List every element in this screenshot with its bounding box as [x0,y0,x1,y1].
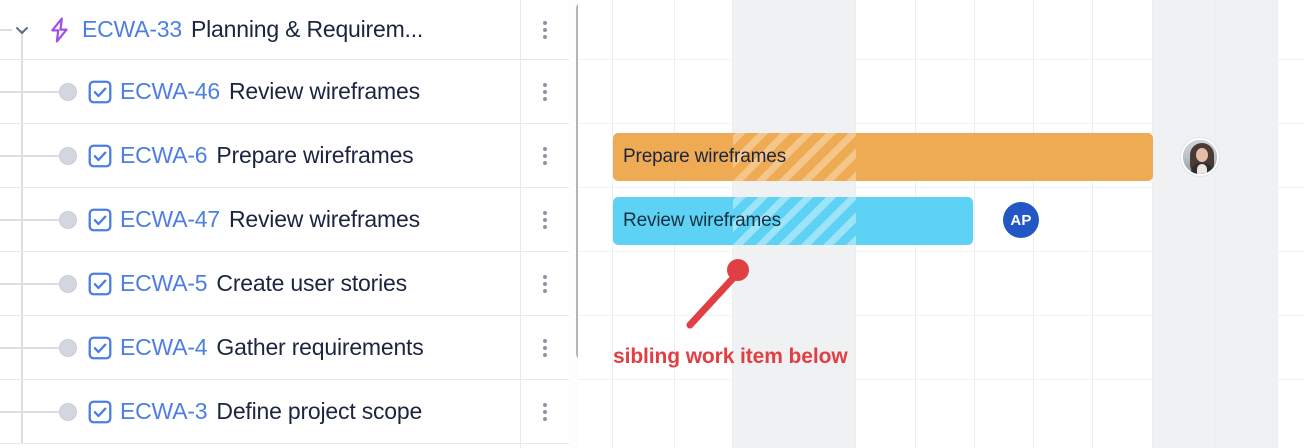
tree-row-labels: ECWA-3 Define project scope [120,380,513,443]
tree-row-labels: ECWA-6 Prepare wireframes [120,124,513,187]
assignee-avatar-initials[interactable]: AP [1003,202,1039,238]
tree-row-labels: ECWA-5 Create user stories [120,252,513,315]
avatar-photo-shirt [1197,164,1207,174]
column-separator [520,0,521,448]
tree-node-dot[interactable] [59,210,77,229]
tree-row-task[interactable]: ECWA-46 Review wireframes [0,60,569,124]
work-item-summary[interactable]: Gather requirements [216,334,424,360]
row-menu-icon[interactable] [534,80,556,104]
work-item-summary[interactable]: Define project scope [216,398,423,424]
checkbox-task-icon [86,206,114,234]
timeline-row-separator [578,59,1304,60]
work-item-summary[interactable]: Review wireframes [229,78,420,104]
gantt-bar-review-wireframes[interactable]: Review wireframes [613,197,973,245]
row-menu-icon[interactable] [534,400,556,424]
work-item-summary[interactable]: Planning & Requirem... [191,16,424,42]
tree-row-labels: ECWA-46 Review wireframes [120,60,513,123]
gantt-bar-label: Prepare wireframes [623,146,787,167]
work-item-key[interactable]: ECWA-47 [120,206,220,232]
work-item-key[interactable]: ECWA-46 [120,78,220,104]
row-menu-icon[interactable] [534,272,556,296]
timeline-row-separator [578,187,1304,188]
tree-row-task[interactable]: ECWA-3 Define project scope [0,380,569,444]
tree-node-dot[interactable] [59,338,77,357]
tree-row-epic[interactable]: ECWA-33 Planning & Requirem... [0,0,569,60]
gantt-bar-label: Review wireframes [623,210,781,231]
timeline-row-separator [578,379,1304,380]
work-item-summary[interactable]: Prepare wireframes [216,142,414,168]
checkbox-task-icon [86,270,114,298]
work-item-key[interactable]: ECWA-5 [120,270,208,296]
tree-row-task[interactable]: ECWA-6 Prepare wireframes [0,124,569,188]
work-item-key[interactable]: ECWA-3 [120,398,208,424]
work-item-key[interactable]: ECWA-33 [82,16,182,42]
work-item-tree-pane: ECWA-33 Planning & Requirem... ECWA-46 R… [0,0,569,448]
gantt-bar-prepare-wireframes[interactable]: Prepare wireframes [613,133,1153,181]
tree-branch-line [0,154,62,157]
tree-branch-line [0,282,62,285]
work-item-key[interactable]: ECWA-4 [120,334,208,360]
tree-branch-line [0,90,62,93]
tree-node-dot[interactable] [59,146,77,165]
row-menu-icon[interactable] [534,144,556,168]
tree-row-labels: ECWA-47 Review wireframes [120,188,513,251]
timeline-column [1034,0,1093,448]
tree-row-task[interactable]: ECWA-4 Gather requirements [0,316,569,380]
tree-row-task[interactable]: ECWA-5 Create user stories [0,252,569,316]
gantt-bar-weekend-hatch [733,197,856,245]
timeline-row-separator [578,123,1304,124]
avatar-initials-text: AP [1010,211,1032,229]
row-menu-icon[interactable] [534,208,556,232]
checkbox-task-icon [86,334,114,362]
tree-branch-line [0,346,62,349]
lightning-bolt-icon [46,16,74,44]
chevron-down-icon[interactable] [13,21,31,39]
checkbox-task-icon [86,398,114,426]
timeline-column [578,0,613,448]
tree-row-task[interactable]: ECWA-47 Review wireframes [0,188,569,252]
tree-node-dot[interactable] [59,82,77,101]
tree-row-labels: ECWA-4 Gather requirements [120,316,513,379]
checkbox-task-icon [86,142,114,170]
timeline-row-separator [578,315,1304,316]
timeline-column-weekend [1153,0,1216,448]
tree-branch-line [0,410,62,413]
tree-trunk-line [21,30,23,59]
timeline-column-weekend [1216,0,1278,448]
timeline-row-separator [578,251,1304,252]
tree-row-labels: ECWA-33 Planning & Requirem... [82,0,513,59]
checkbox-task-icon [86,78,114,106]
tree-node-dot[interactable] [59,274,77,293]
avatar-photo-face [1196,148,1208,162]
tree-node-dot[interactable] [59,402,77,421]
timeline-column [1093,0,1153,448]
gantt-bar-weekend-hatch [733,133,856,181]
timeline-column [916,0,975,448]
gantt-chart-pane: Prepare wireframes Review wireframes AP … [578,0,1304,448]
assignee-avatar[interactable] [1181,138,1219,176]
row-menu-icon[interactable] [534,18,556,42]
work-item-summary[interactable]: Review wireframes [229,206,420,232]
tree-branch-line [0,218,62,221]
tree-branch-line [0,28,12,31]
row-menu-icon[interactable] [534,336,556,360]
work-item-key[interactable]: ECWA-6 [120,142,208,168]
work-item-summary[interactable]: Create user stories [216,270,407,296]
